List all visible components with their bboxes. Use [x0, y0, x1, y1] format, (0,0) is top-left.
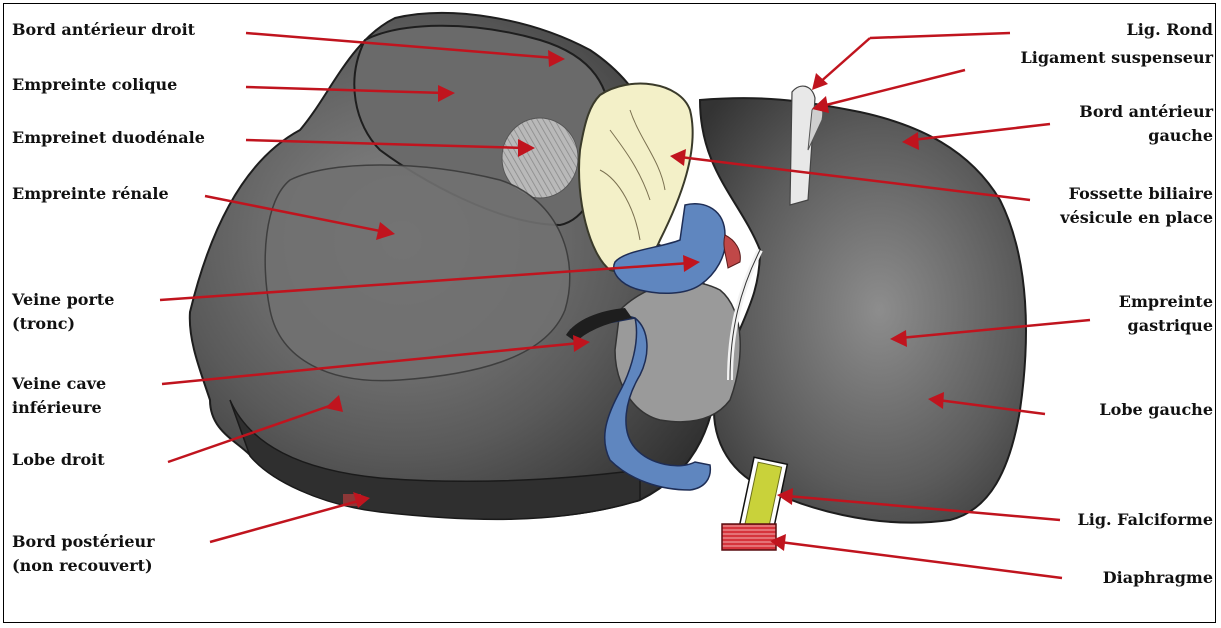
label-bord-anterieur-droit: Bord antérieur droit: [12, 18, 195, 42]
label-veine-cave: Veine cave inférieure: [12, 372, 106, 420]
label-bord-anterieur-gauche: Bord antérieur gauche: [1079, 100, 1213, 148]
label-lobe-gauche: Lobe gauche: [1099, 398, 1213, 422]
arrow-bord-anterieur-gauche: [912, 124, 1050, 140]
label-lig-rond: Lig. Rond: [1127, 18, 1213, 42]
label-empreinte-gastrique: Empreinte gastrique: [1119, 290, 1213, 338]
label-diaphragme: Diaphragme: [1103, 566, 1213, 590]
arrow-bord-posterieur: [210, 500, 362, 542]
left-lobe: [700, 98, 1026, 523]
label-empreinte-renale: Empreinte rénale: [12, 182, 169, 206]
label-ligament-suspenseur: Ligament suspenseur: [1021, 46, 1213, 70]
label-lobe-droit: Lobe droit: [12, 448, 105, 472]
label-empreinte-colique: Empreinte colique: [12, 73, 177, 97]
arrow-lig-rond: [870, 33, 1010, 38]
label-fossette-biliaire: Fossette biliaire vésicule en place: [1060, 182, 1213, 230]
label-lig-falciforme: Lig. Falciforme: [1078, 508, 1214, 532]
label-empreinet-duodenale: Empreinet duodénale: [12, 126, 205, 150]
label-bord-posterieur: Bord postérieur (non recouvert): [12, 530, 155, 578]
diaphragm-swatch: [722, 524, 776, 550]
arrow-ligament-suspenseur: [822, 70, 965, 106]
label-veine-porte: Veine porte (tronc): [12, 288, 114, 336]
arrow-diaphragme: [780, 542, 1062, 578]
